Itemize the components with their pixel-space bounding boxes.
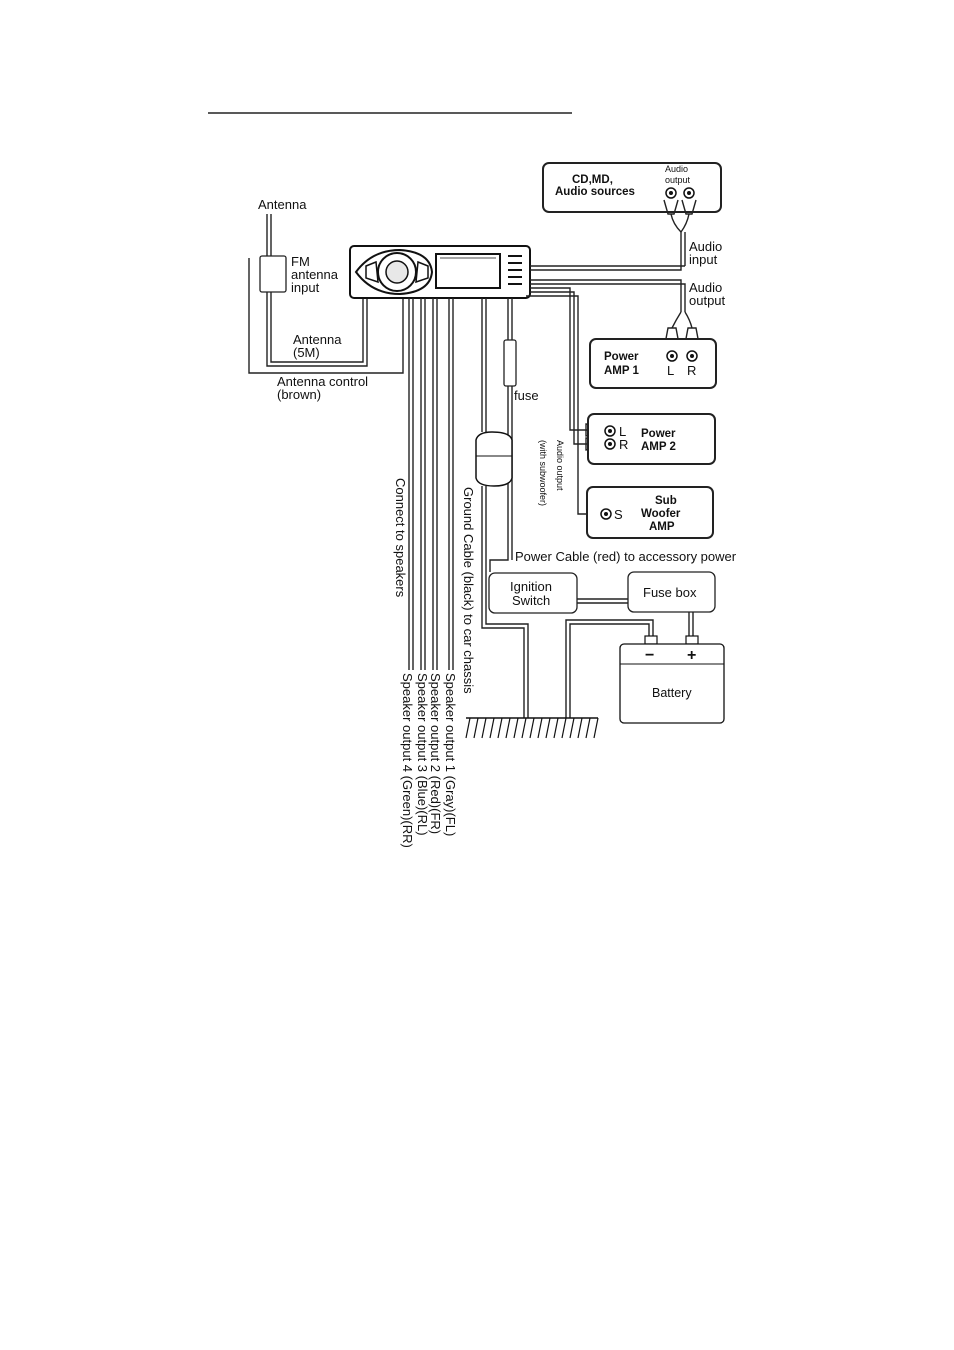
power-amp-2-box — [587, 413, 716, 465]
amp2-label-1: Power — [641, 428, 676, 440]
audio-out-top-label-1: Audio — [665, 164, 688, 174]
ignition-switch-box — [488, 572, 578, 614]
audio-sources-label-2: Audio sources — [555, 186, 635, 198]
inline-fuse — [503, 339, 517, 387]
head-unit — [349, 245, 531, 299]
chassis-ground-icon — [465, 717, 599, 739]
fm-antenna-module — [259, 255, 287, 293]
audio-sources-box — [542, 162, 722, 213]
audio-sources-label-1: CD,MD, — [572, 174, 613, 186]
audio-output-label-1: Audio — [689, 280, 722, 295]
antenna-5m-label-1: Antenna — [293, 332, 342, 347]
battery-plus: + — [687, 647, 696, 664]
sub-label-2: Woofer — [641, 508, 681, 520]
fm-label-3: input — [291, 280, 320, 295]
antenna-label: Antenna — [258, 197, 307, 212]
ignition-label-1: Ignition — [510, 579, 552, 594]
amp1-r: R — [687, 363, 696, 378]
audio-input-label-2: input — [689, 252, 718, 267]
fuse-box-label: Fuse box — [643, 585, 697, 600]
amp1-l: L — [667, 363, 674, 378]
battery-label: Battery — [652, 686, 692, 700]
speaker-output-1-label: Speaker output 1 (Gray)(FL) — [443, 673, 458, 836]
fuse-box — [627, 571, 716, 613]
speaker-output-2-label: Speaker output 2 (Red)(FR) — [428, 673, 443, 834]
wire-connector — [475, 431, 513, 487]
audio-input-label-1: Audio — [689, 239, 722, 254]
connect-speakers-label: Connect to speakers — [393, 478, 408, 598]
audio-output-label-2: output — [689, 293, 726, 308]
antenna-5m-label-2: (5M) — [293, 345, 320, 360]
sub-woofer-amp-box — [586, 486, 714, 539]
sub-s-label: S — [614, 507, 623, 522]
battery — [619, 635, 725, 724]
amp2-l: L — [619, 424, 626, 439]
power-cable-label: Power Cable (red) to accessory power — [515, 549, 737, 564]
sub-label-3: AMP — [649, 521, 675, 533]
sub-label-1: Sub — [655, 495, 677, 507]
ground-cable-label: Ground Cable (black) to car chassis — [461, 487, 476, 694]
antenna-control-label-2: (brown) — [277, 387, 321, 402]
with-subwoofer-label: (with subwoofer) — [538, 440, 548, 506]
power-amp-1-box — [589, 338, 717, 389]
audio-output-sub-label: Audio output — [555, 440, 565, 491]
audio-out-top-label-2: output — [665, 175, 691, 185]
ignition-label-2: Switch — [512, 593, 550, 608]
amp1-label-2: AMP 1 — [604, 365, 640, 377]
fuse-label: fuse — [514, 388, 539, 403]
amp2-r: R — [619, 437, 628, 452]
battery-minus: − — [645, 647, 654, 664]
antenna-control-label-1: Antenna control — [277, 374, 368, 389]
amp1-label-1: Power — [604, 351, 639, 363]
speaker-output-4-label: Speaker output 4 (Green)(RR) — [400, 673, 415, 848]
fm-label-2: antenna — [291, 267, 339, 282]
fm-label-1: FM — [291, 254, 310, 269]
speaker-output-3-label: Speaker output 3 (Blue)(RL) — [415, 673, 430, 836]
amp2-label-2: AMP 2 — [641, 441, 676, 453]
